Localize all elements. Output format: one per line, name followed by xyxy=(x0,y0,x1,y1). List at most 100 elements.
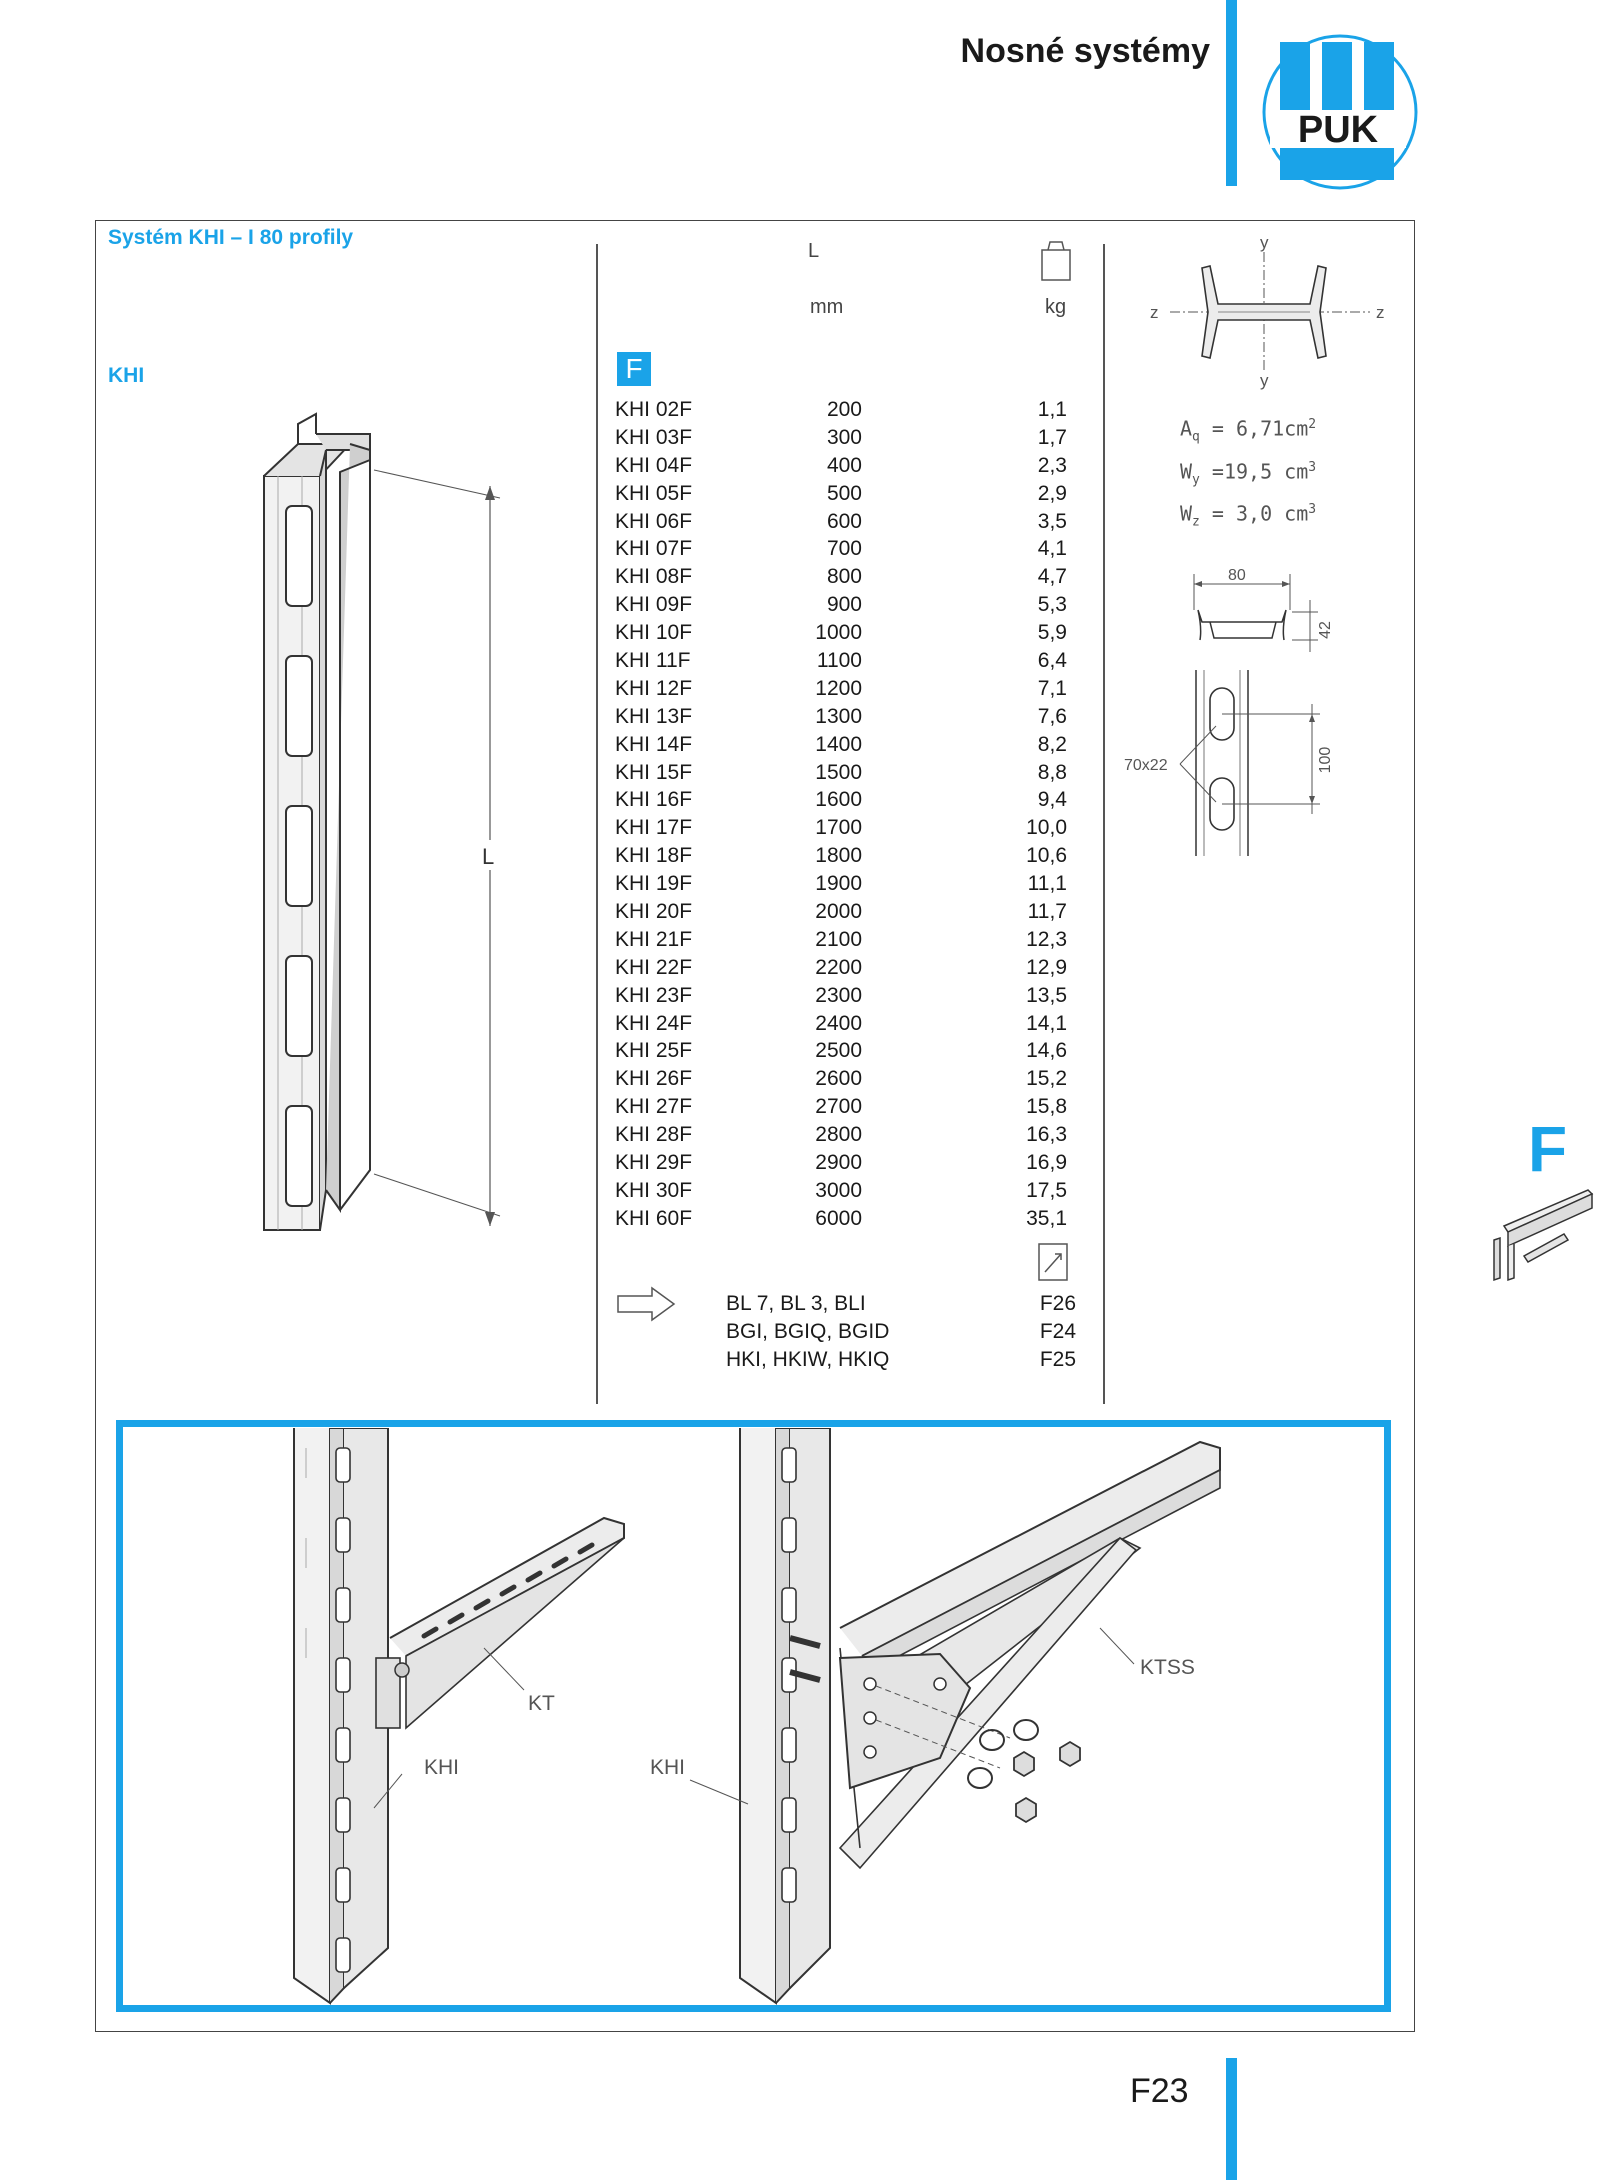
side-tab-letter: F xyxy=(1528,1113,1568,1185)
table-row: KHI 12F 1200 7,1 xyxy=(615,675,1075,703)
product-weight: 4,7 xyxy=(1037,565,1067,589)
length-symbol: L xyxy=(808,240,820,262)
product-length: 500 xyxy=(826,481,862,505)
table-row: KHI 17F 1700 10,0 xyxy=(615,814,1075,842)
product-length: 2600 xyxy=(815,1067,862,1091)
product-length: 2200 xyxy=(815,955,862,979)
logo-text: PUK xyxy=(1298,109,1379,151)
product-label: KHI xyxy=(108,364,145,387)
product-weight: 10,0 xyxy=(1026,816,1067,840)
axis-z-right: z xyxy=(1376,303,1385,322)
header-accent-bar xyxy=(1226,0,1237,186)
product-code: KHI 11F xyxy=(615,649,691,673)
page-ref-icon xyxy=(1038,1243,1068,1281)
product-length: 2100 xyxy=(815,927,862,951)
product-code: KHI 17F xyxy=(615,816,693,840)
section-title: Systém KHI – I 80 profily xyxy=(108,226,354,249)
product-code: KHI 08F xyxy=(615,565,693,589)
slot-pitch-dimension: 100 xyxy=(1317,747,1334,774)
product-code: KHI 60F xyxy=(615,1206,693,1230)
table-row: KHI 15F 1500 8,8 xyxy=(615,759,1075,787)
product-weight: 11,1 xyxy=(1027,872,1067,896)
product-length: 200 xyxy=(826,398,862,421)
ktss-label: KTSS xyxy=(1140,1656,1195,1679)
product-weight: 8,8 xyxy=(1037,760,1067,784)
product-length: 1700 xyxy=(815,816,862,840)
product-code: KHI 15F xyxy=(615,760,693,784)
product-length: 300 xyxy=(826,425,862,449)
reference-page: F24 xyxy=(1039,1320,1076,1343)
product-length: 1800 xyxy=(815,844,862,868)
product-weight: 6,4 xyxy=(1037,649,1067,673)
product-length: 2900 xyxy=(815,1151,862,1175)
product-length: 2700 xyxy=(815,1095,862,1119)
product-weight: 5,9 xyxy=(1037,621,1067,645)
product-length: 1300 xyxy=(815,704,862,728)
product-code: KHI 05F xyxy=(615,481,693,505)
product-code: KHI 29F xyxy=(615,1151,693,1175)
table-row: KHI 10F 1000 5,9 xyxy=(615,619,1075,647)
product-length: 2300 xyxy=(815,983,862,1007)
product-code: KHI 09F xyxy=(615,593,693,617)
length-dimension-label: L xyxy=(482,844,494,869)
product-weight: 4,1 xyxy=(1037,537,1067,561)
footer-accent-bar xyxy=(1226,2058,1237,2180)
product-code: KHI 12F xyxy=(615,676,693,700)
product-length: 900 xyxy=(826,593,862,617)
product-code: KHI 24F xyxy=(615,1011,693,1035)
section-properties: Aq = 6,71cm2 Wy =19,5 cm3 Wz = 3,0 cm3 xyxy=(1180,410,1316,538)
product-code: KHI 18F xyxy=(615,844,693,868)
product-code: KHI 28F xyxy=(615,1123,693,1147)
product-weight: 15,2 xyxy=(1026,1067,1067,1091)
product-weight: 12,3 xyxy=(1026,927,1067,951)
product-code: KHI 06F xyxy=(615,509,693,533)
product-length: 2800 xyxy=(815,1123,862,1147)
product-weight: 12,9 xyxy=(1026,955,1067,979)
product-length: 1500 xyxy=(815,760,862,784)
product-length: 1000 xyxy=(815,621,862,645)
product-length: 1100 xyxy=(816,649,862,673)
table-row: KHI 21F 2100 12,3 xyxy=(615,926,1075,954)
product-length: 1200 xyxy=(815,676,862,700)
length-unit: mm xyxy=(810,296,844,318)
cable-tray-thumbnail-icon xyxy=(1493,1189,1594,1282)
product-code: KHI 07F xyxy=(615,537,693,561)
product-code: KHI 20F xyxy=(615,900,693,924)
product-code: KHI 23F xyxy=(615,983,693,1007)
property-wy: Wy =19,5 cm3 xyxy=(1180,459,1317,488)
product-weight: 9,4 xyxy=(1037,788,1067,812)
product-weight: 7,1 xyxy=(1037,676,1067,700)
column-divider-left xyxy=(596,244,598,1404)
product-weight: 3,5 xyxy=(1037,509,1067,533)
khi-profile-drawing: L xyxy=(263,412,502,1231)
weight-unit: kg xyxy=(1045,296,1067,318)
product-code: KHI 14F xyxy=(615,732,693,756)
reference-products: BL 7, BL 3, BLI xyxy=(726,1292,866,1315)
product-code: KHI 21F xyxy=(615,927,693,951)
product-weight: 35,1 xyxy=(1026,1206,1067,1230)
product-length: 1600 xyxy=(815,788,862,812)
product-code: KHI 10F xyxy=(615,621,693,645)
product-weight: 7,6 xyxy=(1037,704,1067,728)
property-aq: Aq = 6,71cm2 xyxy=(1180,416,1317,445)
